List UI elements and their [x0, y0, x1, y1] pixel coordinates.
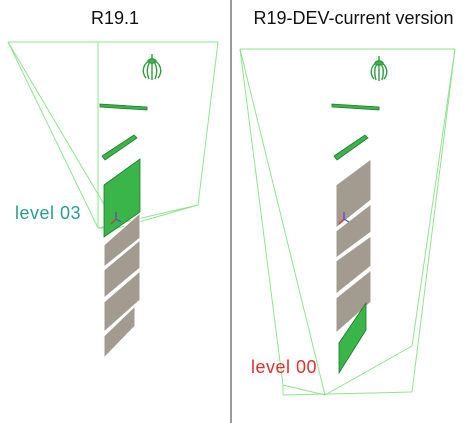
level-panel — [103, 269, 141, 334]
level-panel — [103, 211, 141, 269]
right-3d-scene[interactable] — [233, 0, 474, 423]
left-viewport-title: R19.1 — [90, 8, 140, 28]
angled-beam — [333, 134, 369, 161]
thin-beam — [99, 103, 148, 111]
chandelier-icon — [370, 56, 388, 81]
level-panel — [335, 202, 372, 259]
level-panel — [335, 158, 372, 230]
angled-beam — [101, 134, 138, 161]
level-panel — [103, 238, 141, 300]
right-viewport-title: R19-DEV-current version — [253, 8, 454, 28]
right-wireframe-box — [239, 48, 456, 396]
level-panel — [103, 304, 136, 360]
chandelier-icon — [142, 54, 162, 80]
level-panel-selected — [338, 301, 367, 375]
level-panel — [335, 235, 372, 296]
axis-gizmo-icon — [338, 212, 350, 225]
level-indicator-label: level 03 — [15, 203, 82, 223]
left-wireframe-box — [7, 41, 219, 229]
level-indicator-label: level 00 — [251, 357, 318, 377]
viewport-divider — [230, 0, 232, 423]
axis-gizmo-icon — [110, 212, 122, 225]
level-panel-selected — [103, 158, 141, 238]
left-viewport-panel[interactable]: R19.1 — [0, 0, 230, 423]
level-panel — [335, 268, 372, 335]
left-3d-scene[interactable] — [0, 0, 230, 423]
right-viewport-panel[interactable]: R19-DEV-current version — [233, 0, 474, 423]
thin-beam — [331, 103, 380, 111]
